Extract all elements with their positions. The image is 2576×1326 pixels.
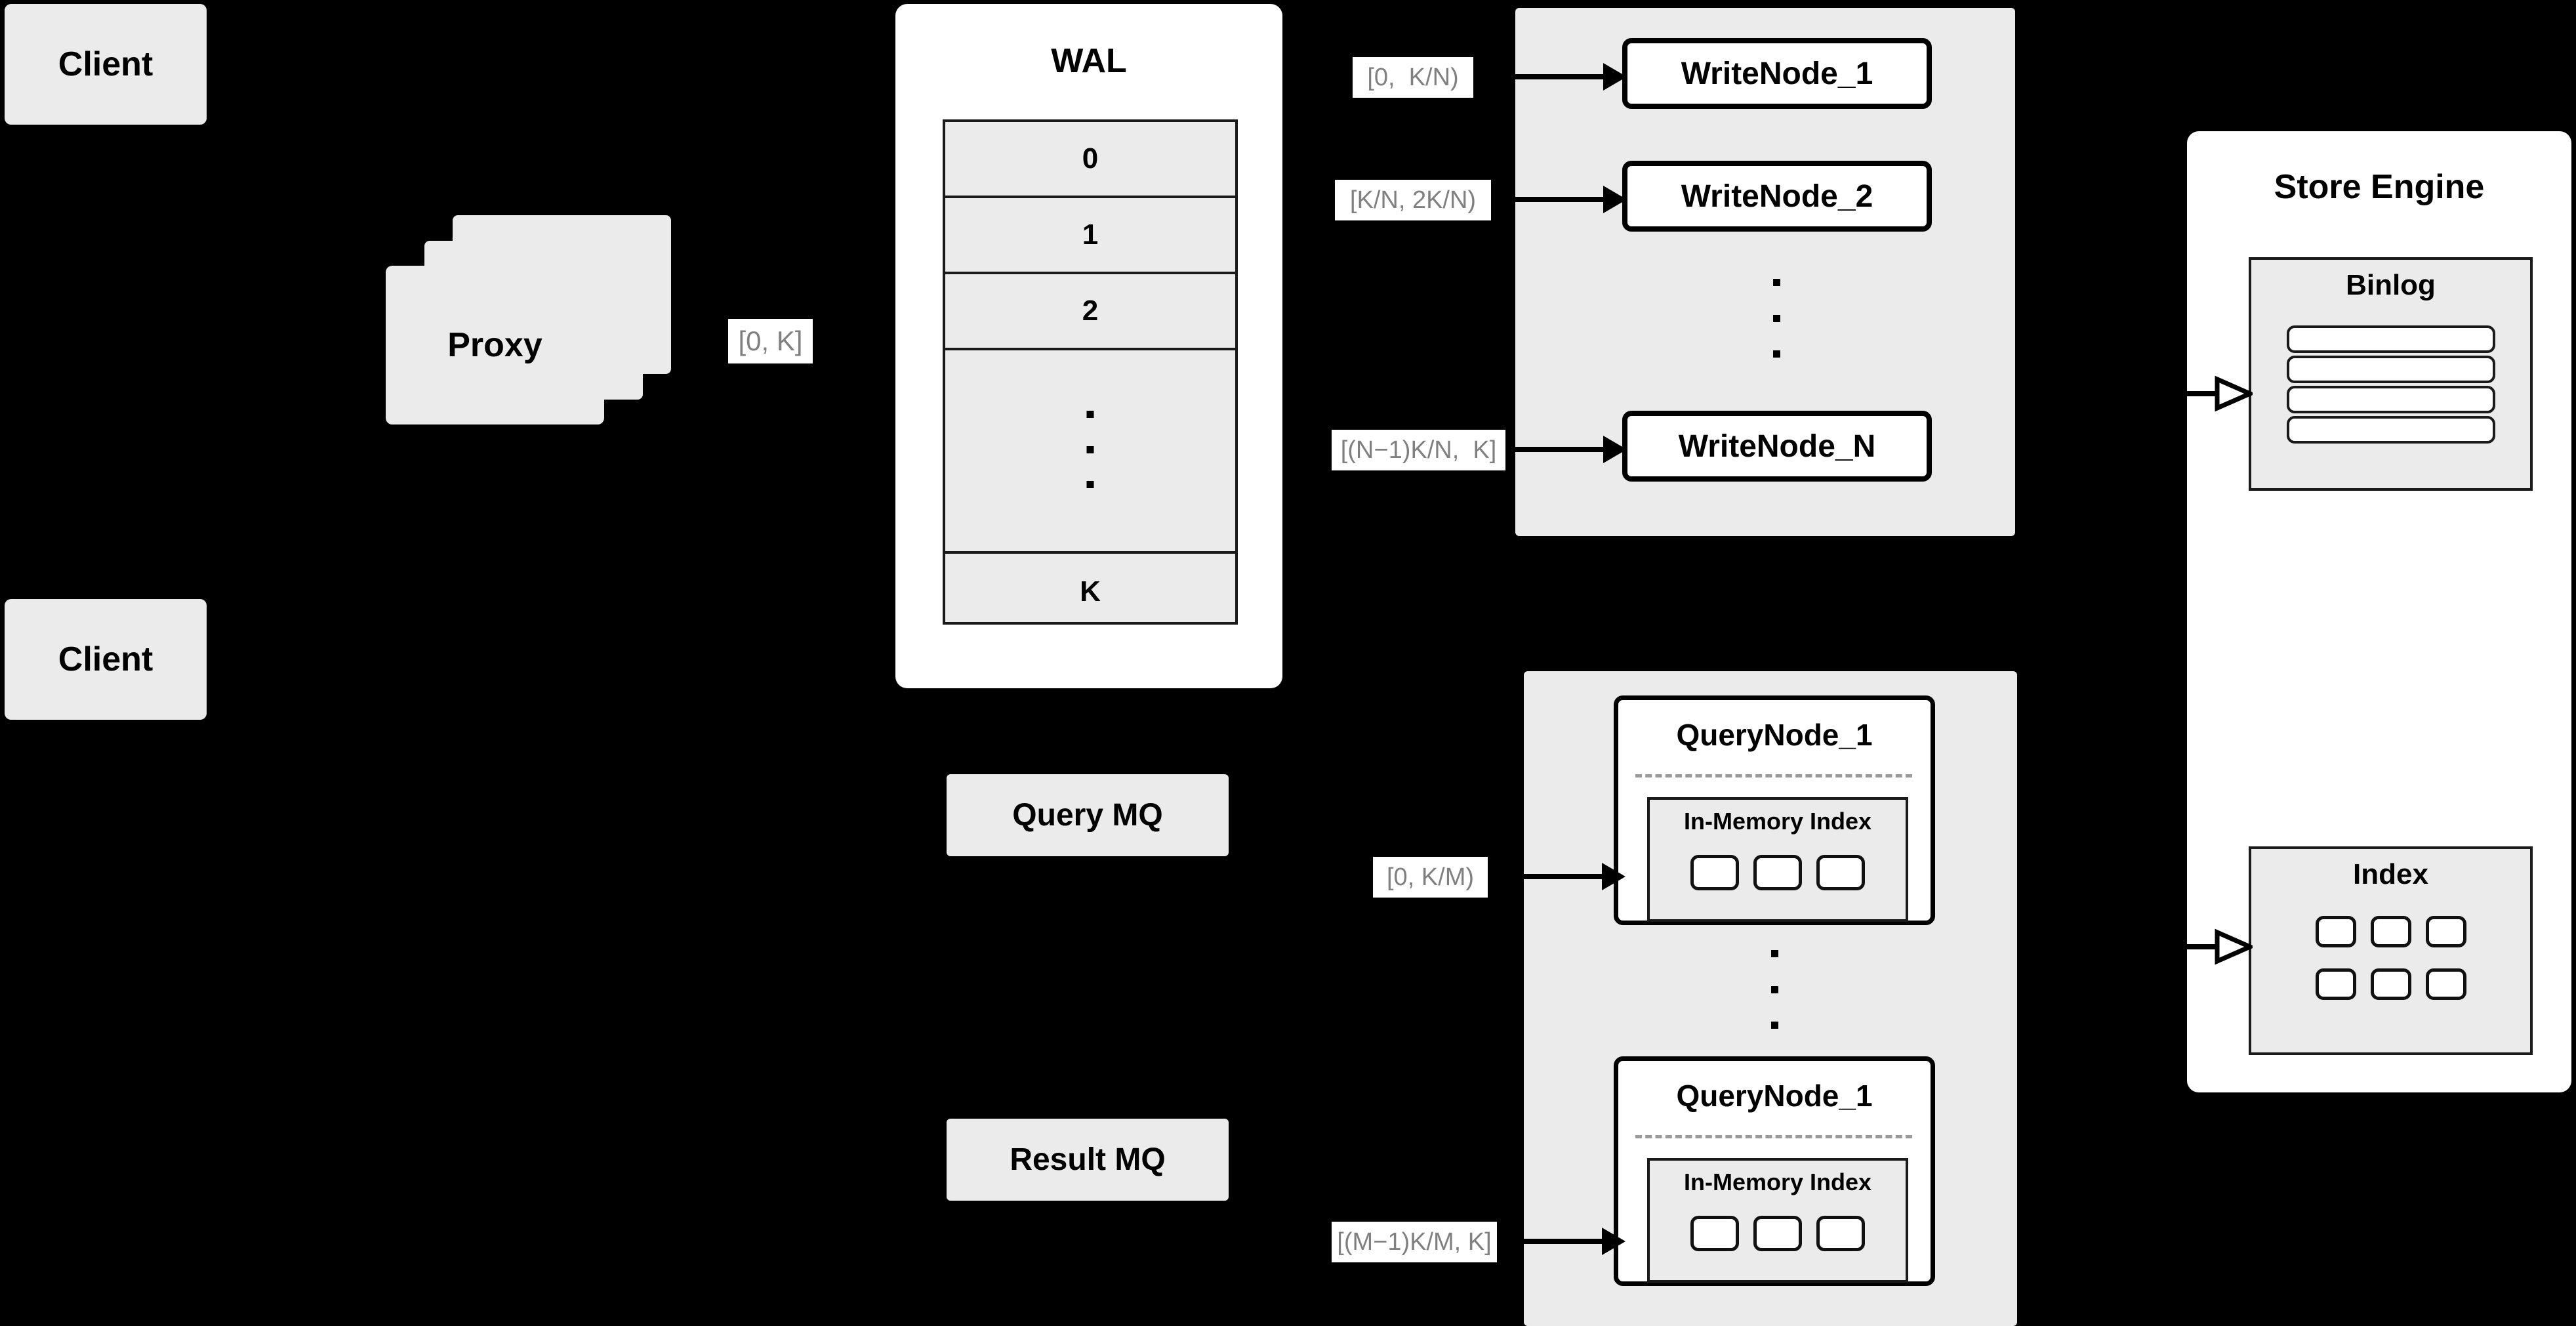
- binlog-box: Binlog: [2249, 257, 2533, 491]
- write-node-n-range-label: [(N−1)K/N, K]: [1332, 430, 1505, 470]
- arrow-to-query-node-1: [1524, 863, 1625, 890]
- write-node-n-label: WriteNode_N: [1678, 428, 1876, 464]
- client-label-2: Client: [58, 640, 153, 678]
- binlog-bar: [2286, 386, 2495, 413]
- query-node-2-index-title: In-Memory Index: [1683, 1169, 1872, 1195]
- result-mq-label: Result MQ: [1010, 1142, 1166, 1177]
- arrow-to-store-index: [2150, 928, 2253, 965]
- write-node-2[interactable]: WriteNode_2: [1622, 161, 1932, 232]
- query-node-2-index-cell: [1690, 1216, 1739, 1251]
- query-node-1-divider: [1635, 774, 1912, 777]
- open-arrowhead-icon: [2215, 928, 2253, 965]
- write-node-n[interactable]: WriteNode_N: [1622, 411, 1932, 482]
- wal-table: 0 1 2 K: [943, 119, 1238, 625]
- store-index-cell: [2315, 916, 2356, 947]
- proxy-range-label: [0, K]: [728, 319, 813, 363]
- query-node-1-index-cell: [1753, 855, 1802, 890]
- query-node-1-in-memory-index: In-Memory Index: [1647, 797, 1908, 922]
- client-label-1: Client: [58, 45, 153, 83]
- store-index-cell: [2315, 968, 2356, 1000]
- result-mq-box[interactable]: Result MQ: [947, 1119, 1229, 1201]
- arrow-to-write-node-2: [1515, 186, 1627, 213]
- query-mq-box[interactable]: Query MQ: [947, 774, 1229, 856]
- binlog-title: Binlog: [2346, 269, 2436, 301]
- proxy-box[interactable]: Proxy: [386, 266, 604, 425]
- query-node-2-divider: [1635, 1135, 1912, 1138]
- client-box-2[interactable]: Client: [5, 599, 207, 720]
- arrow-to-query-node-2: [1524, 1228, 1625, 1255]
- write-node-1-range-label: [0, K/N): [1353, 57, 1473, 98]
- query-node-2-label: QueryNode_1: [1676, 1079, 1873, 1113]
- store-index-cell: [2425, 916, 2466, 947]
- query-node-1-range-label: [0, K/M): [1373, 857, 1488, 898]
- store-index-cell: [2425, 968, 2466, 1000]
- query-node-2[interactable]: QueryNode_1 In-Memory Index: [1614, 1056, 1935, 1286]
- query-node-vertical-dots-icon: [1771, 950, 1778, 1029]
- write-node-2-label: WriteNode_2: [1681, 178, 1873, 214]
- wal-row-k: K: [1080, 575, 1101, 608]
- client-box-1[interactable]: Client: [5, 4, 207, 125]
- query-node-1-label: QueryNode_1: [1676, 718, 1873, 752]
- write-node-1[interactable]: WriteNode_1: [1622, 38, 1932, 109]
- wal-row-ellipsis: [945, 350, 1235, 554]
- store-index-cell: [2370, 916, 2411, 947]
- wal-row-2: 2: [945, 274, 1235, 350]
- wal-title: WAL: [1051, 42, 1127, 80]
- store-engine-title: Store Engine: [2274, 168, 2485, 206]
- write-node-2-range-label: [K/N, 2K/N): [1335, 180, 1491, 220]
- query-node-2-in-memory-index: In-Memory Index: [1647, 1158, 1908, 1283]
- write-node-vertical-dots-icon: [1773, 279, 1780, 358]
- arrow-to-binlog: [2150, 375, 2253, 412]
- arrow-to-write-node-n: [1515, 436, 1627, 463]
- store-index-box: Index: [2249, 846, 2533, 1055]
- arrow-to-write-node-1: [1515, 63, 1627, 91]
- store-index-title: Index: [2353, 858, 2428, 890]
- proxy-label: Proxy: [447, 326, 542, 364]
- binlog-bar: [2286, 416, 2495, 444]
- open-arrowhead-icon: [2215, 375, 2253, 412]
- query-node-2-range-label: [(M−1)K/M, K]: [1332, 1222, 1497, 1262]
- query-node-2-index-cell: [1816, 1216, 1865, 1251]
- query-node-1[interactable]: QueryNode_1 In-Memory Index: [1614, 695, 1935, 925]
- wal-vertical-dots-icon: [1086, 411, 1094, 488]
- query-mq-label: Query MQ: [1012, 798, 1163, 833]
- store-index-cell: [2370, 968, 2411, 1000]
- query-node-1-index-title: In-Memory Index: [1683, 808, 1872, 835]
- query-node-2-index-cell: [1753, 1216, 1802, 1251]
- binlog-bar: [2286, 325, 2495, 353]
- query-node-1-index-cell: [1816, 855, 1865, 890]
- wal-row-0: 0: [945, 122, 1235, 198]
- query-node-1-index-cell: [1690, 855, 1739, 890]
- wal-row-1: 1: [945, 198, 1235, 274]
- write-node-1-label: WriteNode_1: [1681, 56, 1873, 91]
- binlog-bar: [2286, 356, 2495, 383]
